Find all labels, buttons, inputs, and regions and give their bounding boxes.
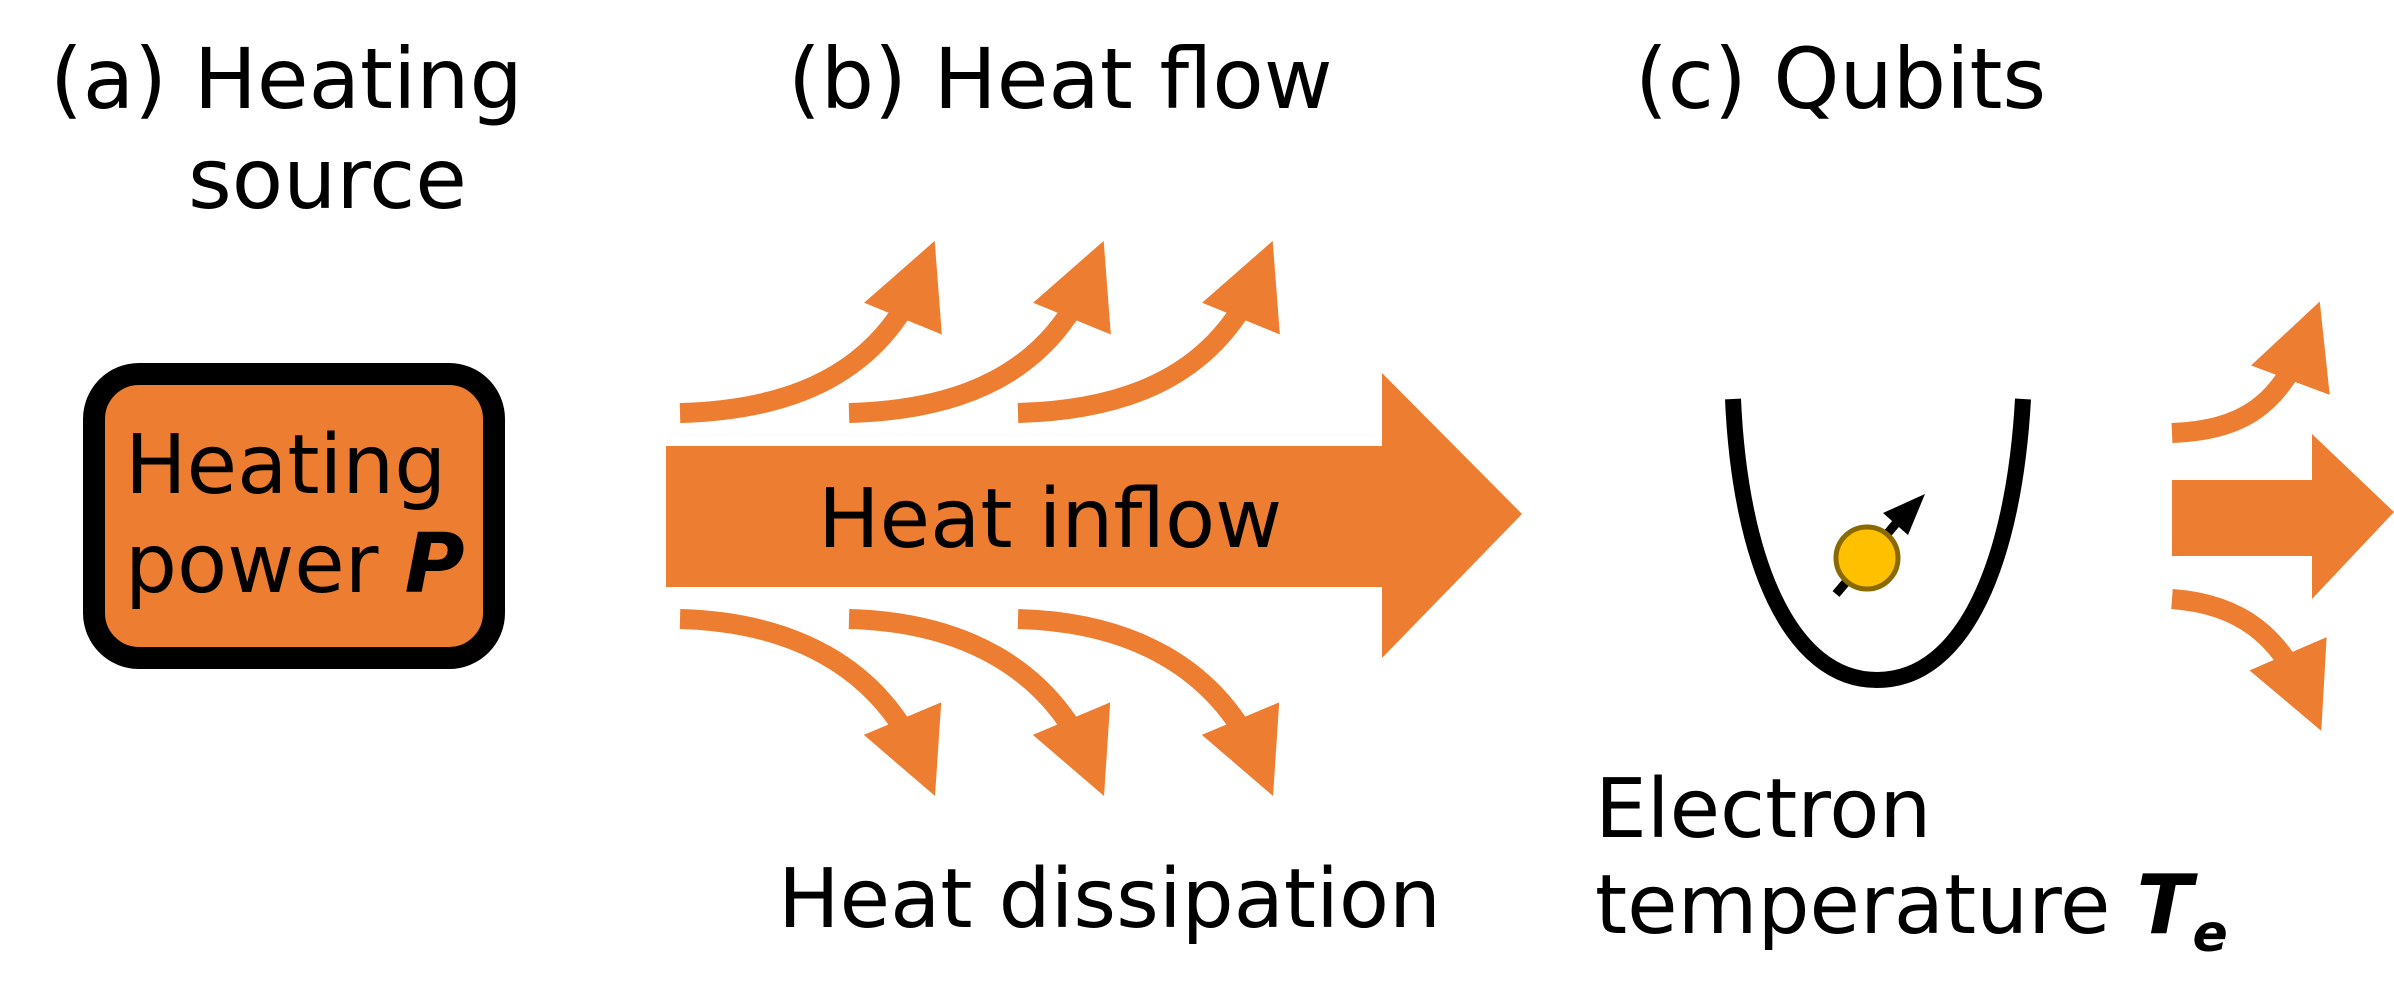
dissipation-arrow-icon xyxy=(679,240,942,423)
section-c-title: (c) Qubits xyxy=(1635,30,2046,128)
electron-spin-icon xyxy=(1832,494,1925,597)
section-a-title-line2: source xyxy=(188,130,467,228)
heating-power-label-line2: power P xyxy=(125,517,465,612)
dissipation-arrow-icon xyxy=(1017,240,1280,423)
section-a-title-line1: (a) Heating xyxy=(50,30,523,128)
electron-temperature-label-line2: temperature Te xyxy=(1595,858,2228,964)
heat-dissipation-label: Heat dissipation xyxy=(778,852,1441,947)
lower-dissipation-arrows xyxy=(679,609,1280,796)
dissipation-arrow-icon xyxy=(2171,589,2327,731)
temperature-symbol: T xyxy=(2137,858,2199,953)
temperature-subscript: e xyxy=(2192,904,2227,964)
power-symbol: P xyxy=(405,517,465,612)
right-dissipation-arrows xyxy=(2171,301,2330,731)
electron-icon xyxy=(1833,524,1901,592)
section-b-title: (b) Heat flow xyxy=(788,30,1333,128)
heating-power-box xyxy=(83,363,505,669)
dissipation-arrow-icon xyxy=(848,240,1111,423)
dissipation-arrow-icon xyxy=(679,609,942,796)
upper-dissipation-arrows xyxy=(679,240,1280,423)
heat-inflow-label: Heat inflow xyxy=(818,472,1282,567)
outflow-arrow-icon xyxy=(2172,434,2394,599)
electron-temperature-label-line1: Electron xyxy=(1595,762,1931,857)
heating-power-label-line1: Heating xyxy=(125,418,446,513)
heat-inflow-arrow-icon xyxy=(666,373,1522,658)
potential-well-icon xyxy=(1725,398,2031,689)
dissipation-arrow-icon xyxy=(1017,609,1280,796)
dissipation-arrow-icon xyxy=(848,609,1111,796)
dissipation-arrow-icon xyxy=(2171,301,2330,443)
